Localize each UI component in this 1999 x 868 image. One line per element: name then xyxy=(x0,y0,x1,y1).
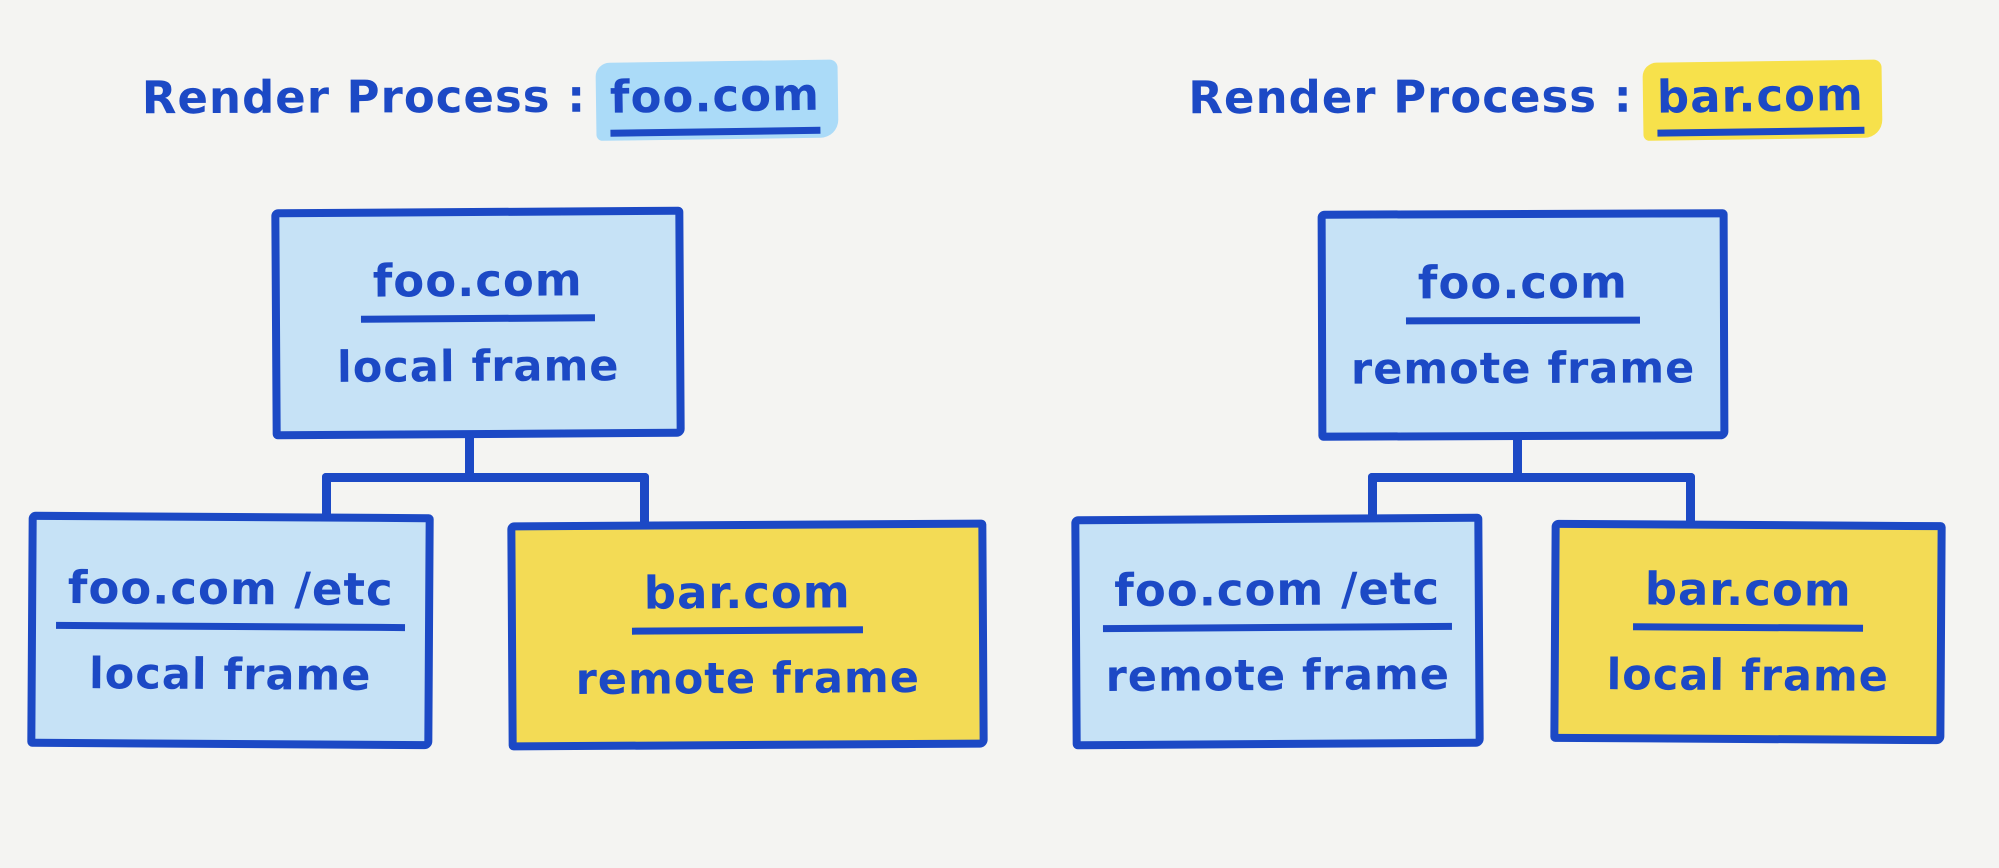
child-frame-box: foo.com /etc remote frame xyxy=(1071,513,1484,750)
site-label: bar.com xyxy=(1632,562,1864,632)
process-name-label: bar.com xyxy=(1656,67,1865,137)
tree-title-prefix: Render Process : xyxy=(141,69,587,125)
frame-type-label: remote frame xyxy=(1105,649,1451,702)
site-label: foo.com xyxy=(1405,255,1640,325)
connector-drop-left xyxy=(1368,473,1377,521)
frame-type-label: local frame xyxy=(88,648,372,701)
connector-stem xyxy=(465,432,474,482)
tree-title-bar-process: Render Process : bar.com xyxy=(1155,59,1915,142)
frame-type-label: remote frame xyxy=(575,652,921,706)
connector-drop-right xyxy=(640,473,649,529)
root-frame-box: foo.com local frame xyxy=(271,206,685,440)
process-name-highlight: bar.com xyxy=(1642,59,1883,141)
connector-bar xyxy=(322,473,649,482)
connector-drop-right xyxy=(1686,473,1695,527)
tree-title-foo-process: Render Process : foo.com xyxy=(110,59,870,142)
connector-bar xyxy=(1368,473,1695,482)
frame-type-label: local frame xyxy=(336,341,620,393)
site-label: foo.com xyxy=(360,253,595,323)
site-label: foo.com /etc xyxy=(55,560,406,631)
root-frame-box: foo.com remote frame xyxy=(1317,209,1729,441)
frame-type-label: local frame xyxy=(1606,650,1890,702)
site-label: foo.com /etc xyxy=(1102,561,1453,632)
site-label: bar.com xyxy=(631,565,863,635)
child-frame-box: foo.com /etc local frame xyxy=(27,511,434,750)
process-name-highlight: foo.com xyxy=(595,59,839,141)
process-name-label: foo.com xyxy=(609,67,821,137)
child-frame-box: bar.com remote frame xyxy=(507,519,988,751)
child-frame-box: bar.com local frame xyxy=(1550,519,1946,745)
frame-type-label: remote frame xyxy=(1350,343,1696,395)
connector-drop-left xyxy=(322,473,331,521)
tree-title-prefix: Render Process : xyxy=(1188,69,1633,125)
connector-stem xyxy=(1513,434,1522,482)
